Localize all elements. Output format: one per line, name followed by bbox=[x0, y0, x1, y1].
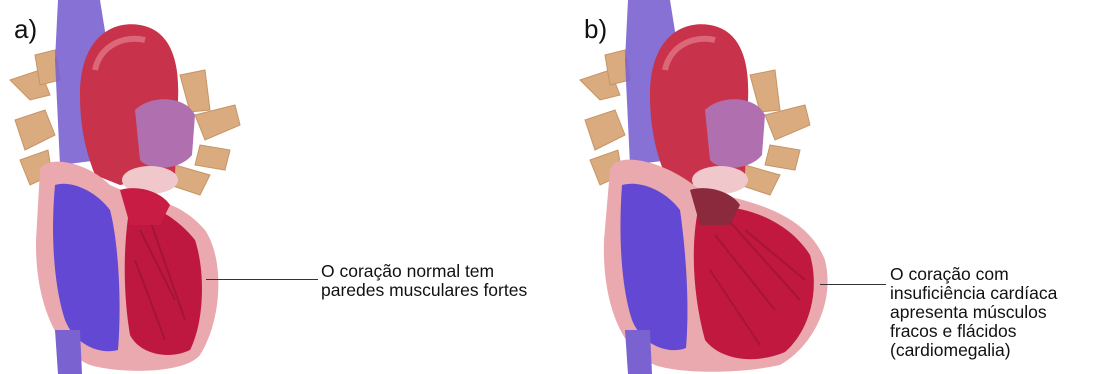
caption-line: O coração normal tem bbox=[321, 262, 527, 281]
pulmonary-artery bbox=[135, 99, 195, 167]
caption-line: paredes musculares fortes bbox=[321, 281, 527, 300]
caption-a-leader-line bbox=[206, 279, 318, 280]
caption-line: insuficiência cardíaca bbox=[890, 284, 1057, 303]
caption-line: apresenta músculos bbox=[890, 303, 1057, 322]
caption-line: fracos e flácidos bbox=[890, 322, 1057, 341]
enlarged-heart-illustration bbox=[570, 0, 890, 374]
inferior-vena-cava bbox=[55, 330, 82, 374]
inferior-vena-cava bbox=[625, 330, 652, 374]
caption-enlarged-heart: O coração com insuficiência cardíaca apr… bbox=[890, 265, 1057, 360]
caption-line: O coração com bbox=[890, 265, 1057, 284]
caption-b-leader-line bbox=[820, 284, 886, 285]
caption-normal-heart: O coração normal tem paredes musculares … bbox=[321, 262, 527, 300]
pulmonary-artery bbox=[705, 99, 765, 167]
normal-heart-illustration bbox=[0, 0, 310, 374]
caption-line: (cardiomegalia) bbox=[890, 341, 1057, 360]
